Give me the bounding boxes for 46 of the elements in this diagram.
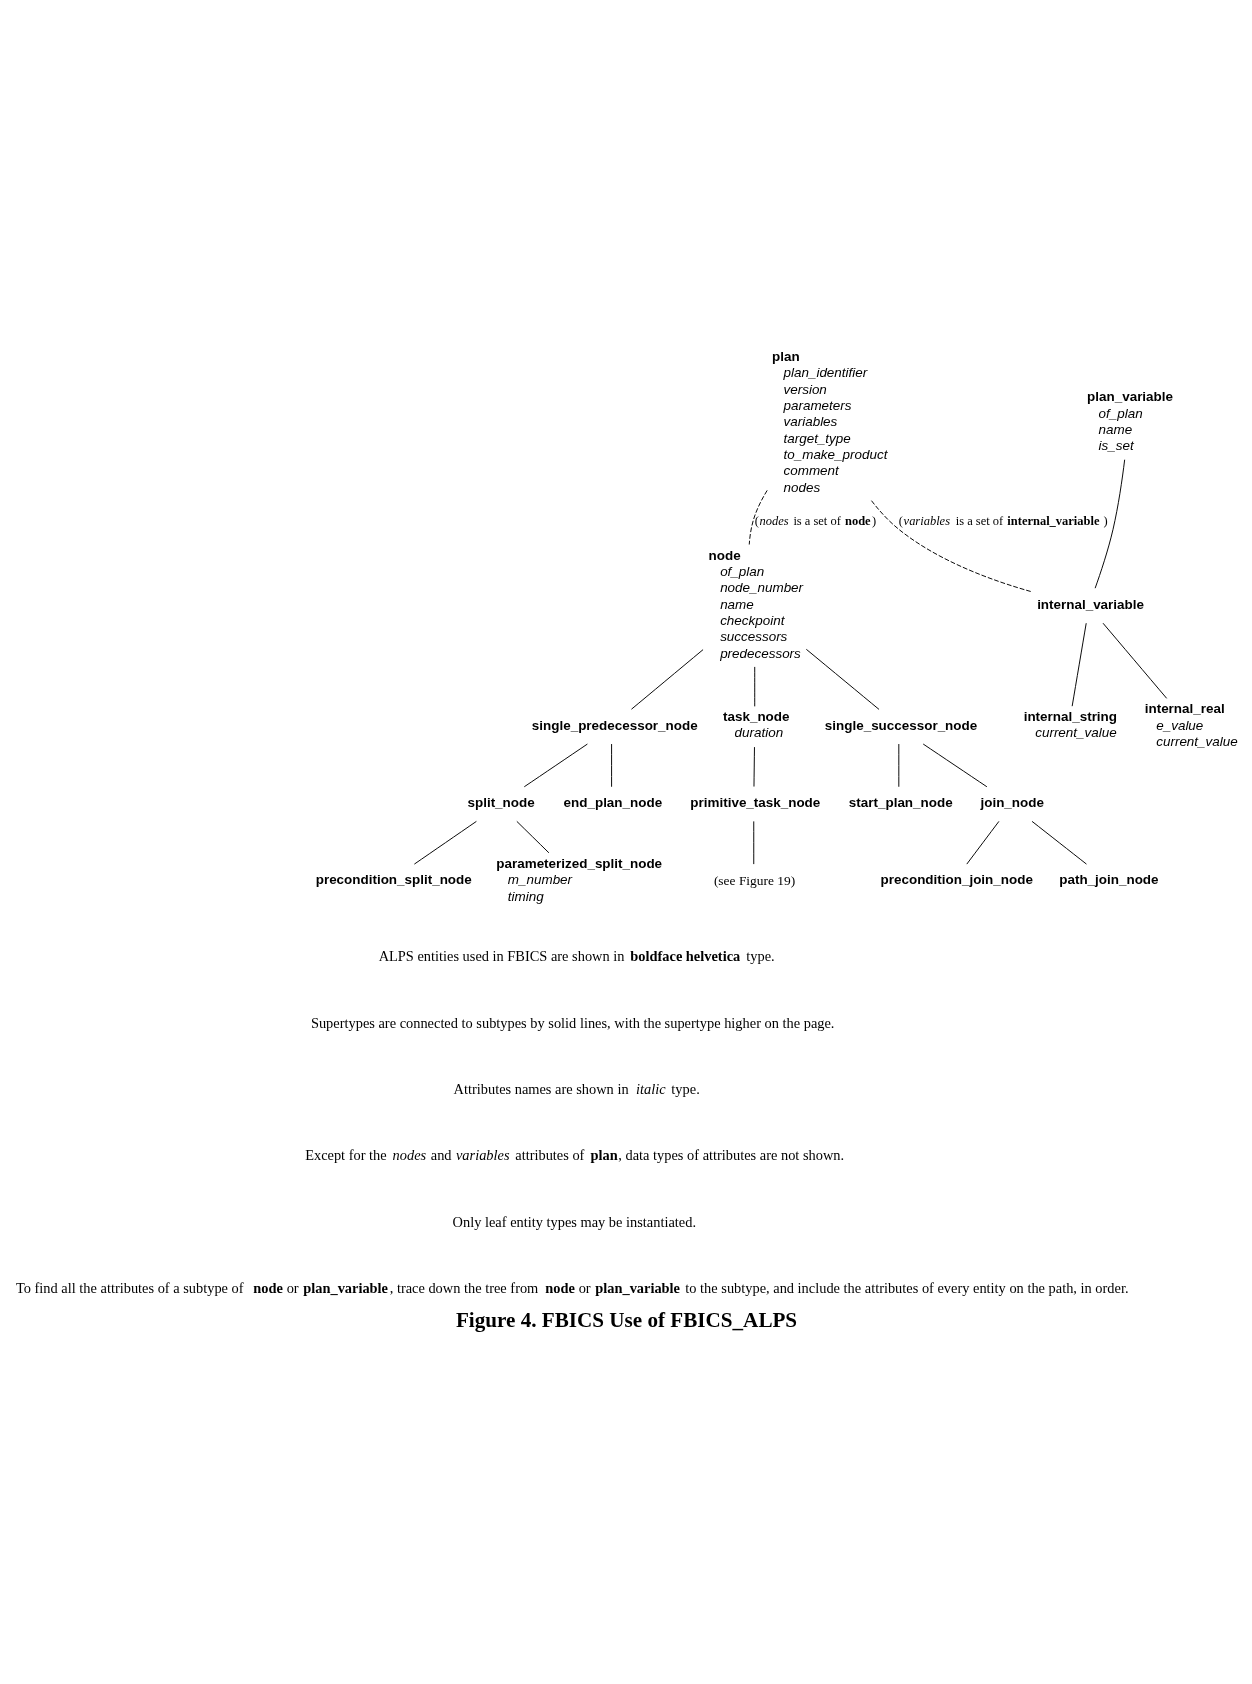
node-text: precondition_split_node xyxy=(315,872,472,888)
label: ALPS entities used in FBICS are shown in boldface helvetica type. xyxy=(378,948,775,965)
connector xyxy=(753,820,755,865)
node-text: plan plan_identifier version parameters variables target_type to_make_product comment nodes xyxy=(772,348,888,495)
node-text: path_join_node xyxy=(1059,872,1159,888)
node-text: node of_plan node_number name checkpoint successors predecessors xyxy=(708,547,804,661)
connector xyxy=(523,743,588,788)
connector xyxy=(748,489,768,545)
node-text: start_plan_node xyxy=(848,795,953,811)
node-text: (see Figure 19) xyxy=(713,872,796,888)
node-text: primitive_task_node xyxy=(690,795,821,811)
connector xyxy=(871,500,1033,593)
connector xyxy=(611,743,613,788)
node-text: end_plan_node xyxy=(563,795,663,811)
label: To find all the attributes of a subtype of node or plan_variable, trace down the tree from node or plan_variable to the subtype, and include the attributes of every entity on the path, in order. xyxy=(16,1279,1129,1296)
node-text: split_node xyxy=(467,795,535,811)
label: Except for the nodes and variables attributes of plan, data types of attributes are not shown. xyxy=(305,1146,845,1163)
node-text: single_predecessor_node xyxy=(531,717,698,733)
node-text: precondition_join_node xyxy=(880,872,1033,888)
connector xyxy=(1094,459,1126,589)
connector xyxy=(1071,622,1087,707)
node-text: parameterized_split_node m_number timing xyxy=(496,856,663,904)
connector xyxy=(631,649,704,710)
connector xyxy=(805,648,880,710)
connector xyxy=(1031,820,1087,865)
connector xyxy=(413,820,477,865)
node-text: task_node duration xyxy=(723,709,790,741)
connector xyxy=(922,743,988,788)
edge-label: (nodes is a set of node) xyxy=(754,513,877,528)
node-text: join_node xyxy=(980,795,1044,811)
label: Supertypes are connected to subtypes by solid lines, with the supertype higher on the page. xyxy=(310,1015,835,1032)
label: Only leaf entity types may be instantiated. xyxy=(452,1214,696,1231)
connector xyxy=(516,820,550,854)
node-text: internal_variable xyxy=(1037,596,1144,612)
edge-label: (variables is a set of internal_variable) xyxy=(898,513,1108,528)
label: Attributes names are shown in italic type. xyxy=(453,1080,700,1097)
node-text: internal_real e_value current_value xyxy=(1144,701,1238,750)
connector xyxy=(1102,622,1168,699)
connector xyxy=(753,746,755,788)
node-text: plan_variable of_plan name is_set xyxy=(1087,389,1173,454)
diagram-title: Figure 4. FBICS Use of FBICS_ALPS xyxy=(455,1308,798,1333)
connector xyxy=(898,743,900,788)
connector xyxy=(966,820,1000,865)
node-text: internal_string current_value xyxy=(1023,709,1118,741)
node-text: single_successor_node xyxy=(824,717,978,733)
connector xyxy=(754,666,756,707)
